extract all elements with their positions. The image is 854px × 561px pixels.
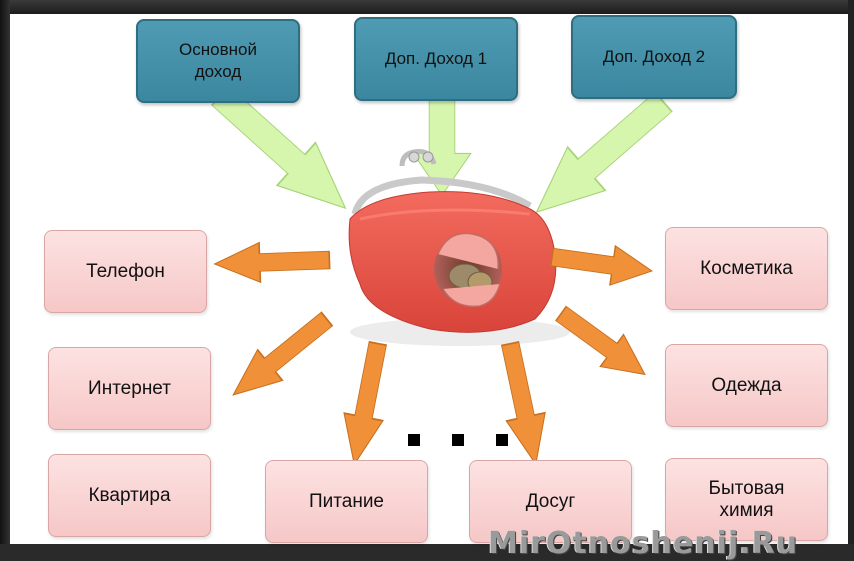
expense-box-apartment: Квартира — [48, 454, 211, 537]
inflow-arrow-extra2 — [518, 80, 683, 234]
expense-box-cosmetics: Косметика — [665, 227, 828, 310]
outflow-arrow-phone — [214, 240, 330, 284]
window-frame-right — [848, 0, 854, 544]
expense-box-internet: Интернет — [48, 347, 211, 430]
expense-label-phone: Телефон — [86, 261, 165, 283]
income-label-extra1: Доп. Доход 1 — [385, 48, 487, 70]
window-frame-top — [0, 0, 854, 14]
ellipsis-dot — [496, 434, 508, 446]
outflow-arrow-food — [335, 340, 397, 468]
outflow-arrow-internet — [221, 304, 339, 411]
income-label-main: Основной доход — [179, 39, 257, 83]
expense-box-clothes: Одежда — [665, 344, 828, 427]
expense-label-apartment: Квартира — [88, 485, 170, 507]
expense-label-food: Питание — [309, 491, 384, 513]
income-label-extra2: Доп. Доход 2 — [603, 46, 705, 68]
expense-label-clothes: Одежда — [711, 375, 781, 397]
expense-label-household: Бытовая химия — [709, 478, 785, 522]
expense-label-leisure: Досуг — [526, 491, 576, 513]
outflow-arrow-cosmetics — [549, 237, 654, 290]
outflow-arrow-clothes — [549, 298, 656, 391]
income-box-extra1: Доп. Доход 1 — [354, 17, 518, 101]
diagram-canvas: Основной доход Доп. Доход 1 Доп. Доход 2… — [10, 14, 848, 544]
expense-box-food: Питание — [265, 460, 428, 543]
income-box-main: Основной доход — [136, 19, 300, 103]
expense-box-phone: Телефон — [44, 230, 207, 313]
wallet-icon — [349, 152, 570, 347]
outflow-arrow-leisure — [491, 340, 555, 469]
ellipsis-dot — [452, 434, 464, 446]
income-box-extra2: Доп. Доход 2 — [571, 15, 737, 99]
expense-label-cosmetics: Косметика — [700, 258, 793, 280]
ellipsis-dot — [408, 434, 420, 446]
window-frame-left — [0, 0, 10, 544]
expense-label-internet: Интернет — [88, 378, 171, 400]
